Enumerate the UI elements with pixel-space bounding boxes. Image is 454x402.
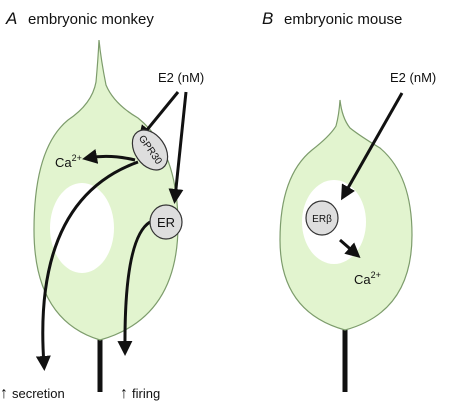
panel-a-letter: A <box>5 9 17 28</box>
panel-b: B embryonic mouse E2 (nM) ERβ Ca2+ <box>262 9 436 392</box>
panel-b-e2-to-erb-arrow <box>341 92 404 201</box>
panel-a-firing-arrow <box>117 220 151 356</box>
panel-a-calcium-symbol: Ca <box>55 155 72 170</box>
panel-b-erb-to-calcium-arrow <box>339 238 361 258</box>
panel-b-calcium-charge: 2+ <box>371 270 381 280</box>
panel-a-secretion-arrow <box>35 160 139 371</box>
panel-a-firing-outcome: ↑ firing <box>120 385 160 402</box>
panel-a-e2-to-er-arrow <box>168 91 188 204</box>
panel-b-e2-label: E2 (nM) <box>390 70 436 85</box>
panel-b-erb-label: ERβ <box>312 214 332 225</box>
panel-a-e2-to-gpr30-arrow <box>138 91 180 141</box>
panel-a: A embryonic monkey E2 (nM) GPR30 ER <box>0 9 204 402</box>
panel-a-firing-text: firing <box>132 386 160 401</box>
panel-a-nucleus <box>50 183 114 273</box>
panel-b-letter: B <box>262 9 273 28</box>
panel-b-title: embryonic mouse <box>284 11 402 28</box>
panel-b-erb-receptor: ERβ <box>305 200 339 236</box>
panel-a-gpr30-receptor: GPR30 <box>131 129 169 171</box>
panel-a-er-receptor: ER <box>149 204 183 240</box>
panel-b-calcium-label: Ca2+ <box>354 270 381 287</box>
panel-a-secretion-text: secretion <box>12 386 65 401</box>
panel-a-firing-up-arrow: ↑ <box>120 385 128 402</box>
panel-a-secretion-up-arrow: ↑ <box>0 385 8 402</box>
panel-a-calcium-label: Ca2+ <box>55 153 82 170</box>
panel-a-title: embryonic monkey <box>28 11 154 28</box>
panel-a-secretion-outcome: ↑ secretion <box>0 385 65 402</box>
panel-a-er-label: ER <box>157 215 175 230</box>
panel-a-calcium-charge: 2+ <box>72 153 82 163</box>
panel-b-calcium-symbol: Ca <box>354 272 371 287</box>
panel-a-e2-label: E2 (nM) <box>158 70 204 85</box>
panel-a-gpr30-to-calcium-arrow <box>82 149 136 164</box>
panel-a-cell-body <box>33 39 179 341</box>
